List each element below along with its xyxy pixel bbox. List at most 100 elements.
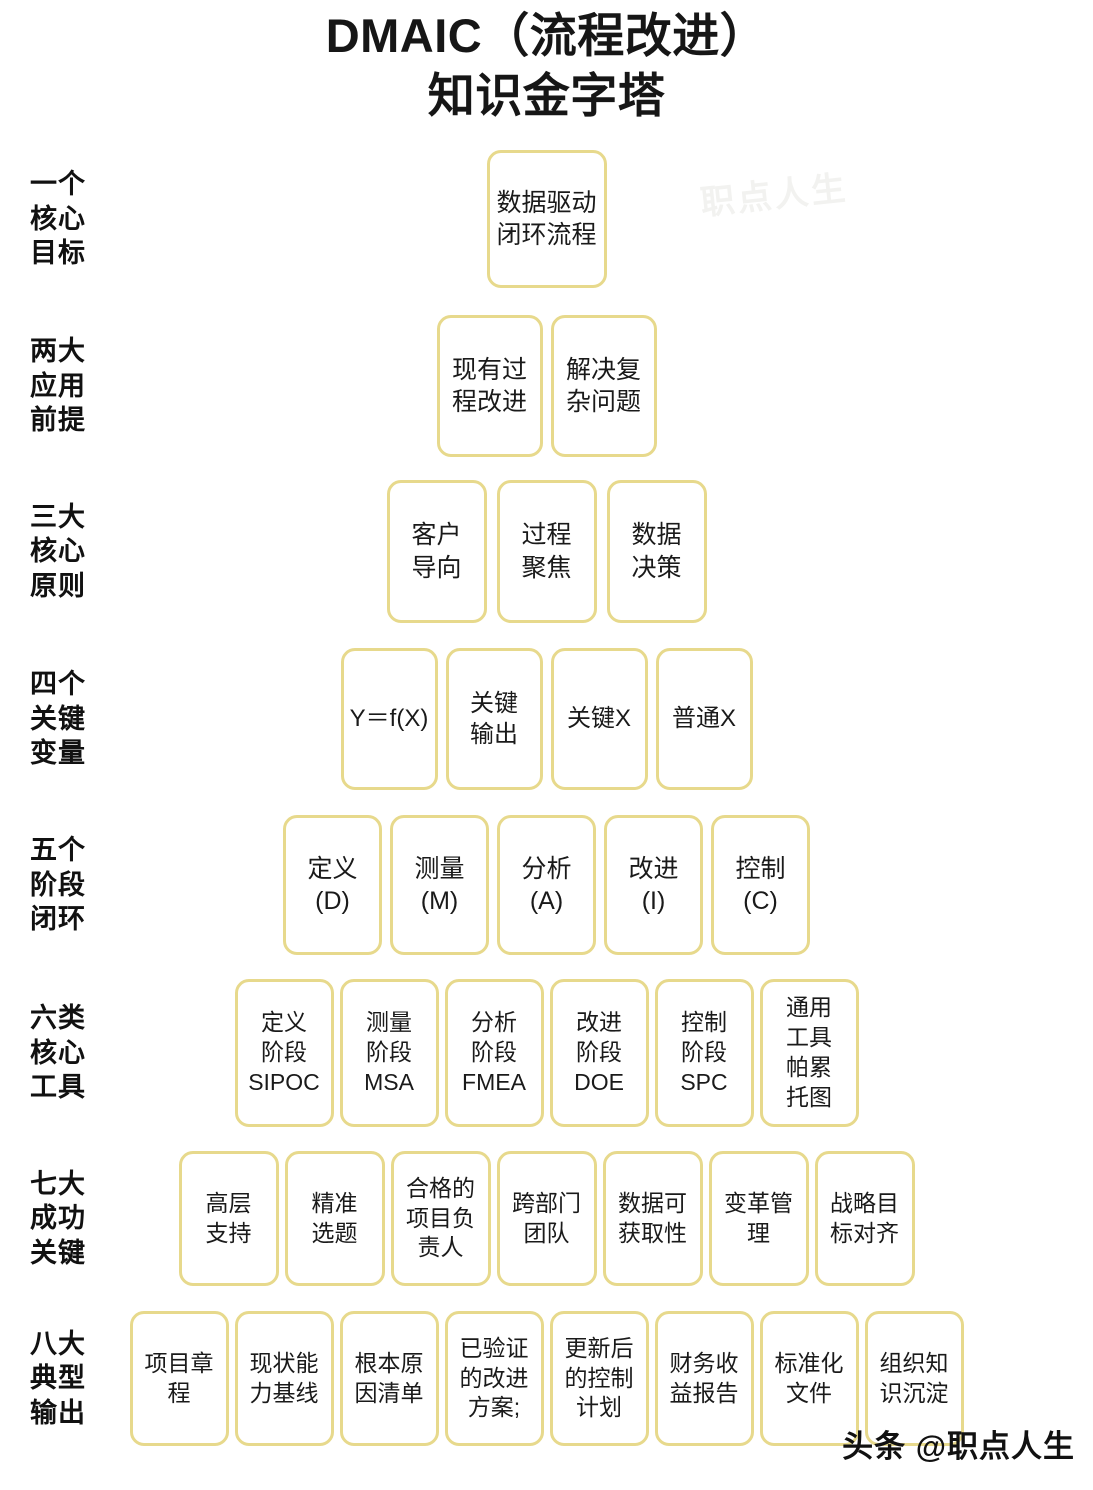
page-title-line-2: 知识金字塔: [427, 69, 666, 123]
pyramid-cell[interactable]: 解决复 杂问题: [550, 315, 657, 457]
pyramid-row-4: 四个 关键 变量 Y＝f(X) 关键 输出 关键X 普通X: [0, 648, 1093, 790]
pyramid-cell-label: 关键 输出: [470, 689, 518, 748]
pyramid-cell[interactable]: 更新后 的控制 计划: [549, 1311, 649, 1446]
pyramid-cell-label: 数据可 获取性: [618, 1189, 687, 1246]
pyramid-cell-label: 测量 (M): [414, 854, 465, 916]
row-label-4-line-1: 四个: [30, 669, 86, 700]
row-label-2-line-2: 应用: [30, 370, 86, 401]
pyramid-cell-label: Y＝f(X): [349, 705, 429, 733]
pyramid-cell[interactable]: Y＝f(X): [340, 648, 438, 790]
pyramid-cell-label: 定义 (D): [307, 854, 358, 916]
row-label-1-line-1: 一个: [30, 169, 86, 200]
row-label-6-line-3: 工具: [30, 1072, 86, 1103]
row-label-5-line-1: 五个: [30, 835, 86, 866]
page-title-line-1: DMAIC（流程改进）: [325, 9, 768, 62]
pyramid-cell-label: 财务收 益报告: [669, 1349, 739, 1406]
pyramid-cell-label: 改进 阶段 DOE: [574, 1009, 624, 1095]
pyramid-cell-label: 控制 (C): [735, 854, 786, 916]
row-label-5: 五个 阶段 闭环: [30, 833, 140, 937]
row-label-8-line-2: 典型: [30, 1363, 86, 1394]
pyramid-row-6: 六类 核心 工具 定义 阶段 SIPOC 测量 阶段 MSA 分析 阶段 FME…: [0, 979, 1093, 1127]
pyramid-cell-label: 现有过 程改进: [451, 355, 527, 417]
pyramid-cell-label: 改进 (I): [628, 854, 679, 916]
pyramid-cell[interactable]: 定义 阶段 SIPOC: [234, 979, 334, 1127]
row-label-6-line-1: 六类: [30, 1003, 86, 1034]
pyramid-cell-label: 战略目 标对齐: [830, 1189, 899, 1246]
row-label-3: 三大 核心 原则: [30, 500, 140, 604]
pyramid-cell-label: 定义 阶段 SIPOC: [248, 1009, 320, 1095]
row-label-1-line-2: 核心: [30, 203, 86, 234]
row-label-3-line-2: 核心: [30, 536, 86, 567]
pyramid-cell[interactable]: 标准化 文件: [759, 1311, 859, 1446]
pyramid-cell[interactable]: 关键 输出: [445, 648, 543, 790]
pyramid-cell[interactable]: 控制 阶段 SPC: [654, 979, 754, 1127]
pyramid-cell[interactable]: 普通X: [655, 648, 753, 790]
pyramid-cell[interactable]: 测量 阶段 MSA: [339, 979, 439, 1127]
pyramid-cell[interactable]: 变革管 理: [708, 1151, 809, 1286]
page-title: DMAIC（流程改进） 知识金字塔: [0, 6, 1093, 126]
pyramid-cell[interactable]: 数据 决策: [606, 480, 707, 623]
pyramid-cell[interactable]: 数据可 获取性: [602, 1151, 703, 1286]
row-label-4: 四个 关键 变量: [30, 667, 140, 771]
row-label-1-line-3: 目标: [30, 238, 86, 269]
row-label-8-line-3: 输出: [30, 1397, 86, 1428]
pyramid-cell[interactable]: 客户 导向: [386, 480, 487, 623]
pyramid-cell[interactable]: 精准 选题: [284, 1151, 385, 1286]
pyramid-cell[interactable]: 项目章 程: [129, 1311, 229, 1446]
pyramid-cell[interactable]: 现有过 程改进: [436, 315, 543, 457]
pyramid-cell-label: 客户 导向: [411, 521, 462, 582]
pyramid-cell[interactable]: 高层 支持: [178, 1151, 279, 1286]
pyramid-cell[interactable]: 控制 (C): [711, 815, 810, 955]
pyramid-cell[interactable]: 分析 (A): [497, 815, 596, 955]
pyramid-cell[interactable]: 合格的 项目负 责人: [390, 1151, 491, 1286]
pyramid-cell-label: 跨部门 团队: [512, 1189, 581, 1246]
row-label-4-line-2: 关键: [30, 703, 86, 734]
row-label-7-line-3: 关键: [30, 1237, 86, 1268]
pyramid-cell-label: 关键X: [566, 705, 631, 733]
row-label-1: 一个 核心 目标: [30, 167, 140, 271]
pyramid-cell[interactable]: 根本原 因清单: [339, 1311, 439, 1446]
row-label-7-line-2: 成功: [30, 1203, 86, 1234]
pyramid-cell-label: 项目章 程: [144, 1349, 214, 1406]
pyramid-cell[interactable]: 组织知 识沉淀: [864, 1311, 964, 1446]
pyramid-cell-label: 精准 选题: [311, 1189, 358, 1246]
pyramid-cell-label: 组织知 识沉淀: [879, 1349, 949, 1406]
pyramid-row-3: 三大 核心 原则 客户 导向 过程 聚焦 数据 决策: [0, 480, 1093, 623]
pyramid-cell-label: 解决复 杂问题: [565, 355, 641, 417]
row-label-6-line-2: 核心: [30, 1037, 86, 1068]
pyramid-cell[interactable]: 测量 (M): [390, 815, 489, 955]
row-label-6: 六类 核心 工具: [30, 1001, 140, 1105]
row-label-4-line-3: 变量: [30, 738, 86, 769]
pyramid-cell[interactable]: 定义 (D): [283, 815, 382, 955]
pyramid-cell[interactable]: 跨部门 团队: [496, 1151, 597, 1286]
row-label-2-line-3: 前提: [30, 405, 86, 436]
pyramid-cell[interactable]: 通用 工具 帕累 托图: [759, 979, 859, 1127]
pyramid-cell-label: 控制 阶段 SPC: [680, 1009, 728, 1095]
pyramid-cell-label: 过程 聚焦: [521, 521, 572, 582]
pyramid-cell[interactable]: 过程 聚焦: [496, 480, 597, 623]
row-label-2: 两大 应用 前提: [30, 334, 140, 438]
row-label-5-line-2: 阶段: [30, 869, 86, 900]
pyramid-cell-label: 分析 阶段 FMEA: [462, 1009, 526, 1095]
pyramid-cell[interactable]: 关键X: [550, 648, 648, 790]
pyramid-row-1: 一个 核心 目标 数据驱动 闭环流程: [0, 150, 1093, 288]
pyramid-row-5: 五个 阶段 闭环 定义 (D) 测量 (M) 分析 (A) 改进 (I) 控制 …: [0, 815, 1093, 955]
row-label-8: 八大 典型 输出: [30, 1327, 140, 1431]
pyramid-cell[interactable]: 现状能 力基线: [234, 1311, 334, 1446]
pyramid-cell[interactable]: 分析 阶段 FMEA: [444, 979, 544, 1127]
pyramid-cell-label: 分析 (A): [521, 854, 572, 916]
pyramid-cell[interactable]: 改进 (I): [604, 815, 703, 955]
pyramid-cell-label: 数据 决策: [631, 521, 682, 582]
pyramid-cell[interactable]: 数据驱动 闭环流程: [486, 150, 607, 288]
pyramid-cell[interactable]: 财务收 益报告: [654, 1311, 754, 1446]
pyramid-cell-label: 现状能 力基线: [249, 1349, 319, 1406]
pyramid-cell-label: 通用 工具 帕累 托图: [786, 994, 832, 1110]
pyramid-cell-label: 普通X: [671, 705, 736, 733]
pyramid-cell-label: 高层 支持: [205, 1189, 252, 1246]
pyramid-cell[interactable]: 改进 阶段 DOE: [549, 979, 649, 1127]
pyramid-cell-label: 已验证 的改进 方案;: [459, 1334, 529, 1421]
row-label-3-line-1: 三大: [30, 501, 86, 532]
pyramid-cell[interactable]: 已验证 的改进 方案;: [444, 1311, 544, 1446]
pyramid-cell[interactable]: 战略目 标对齐: [814, 1151, 915, 1286]
pyramid-cell-label: 更新后 的控制 计划: [564, 1334, 634, 1421]
